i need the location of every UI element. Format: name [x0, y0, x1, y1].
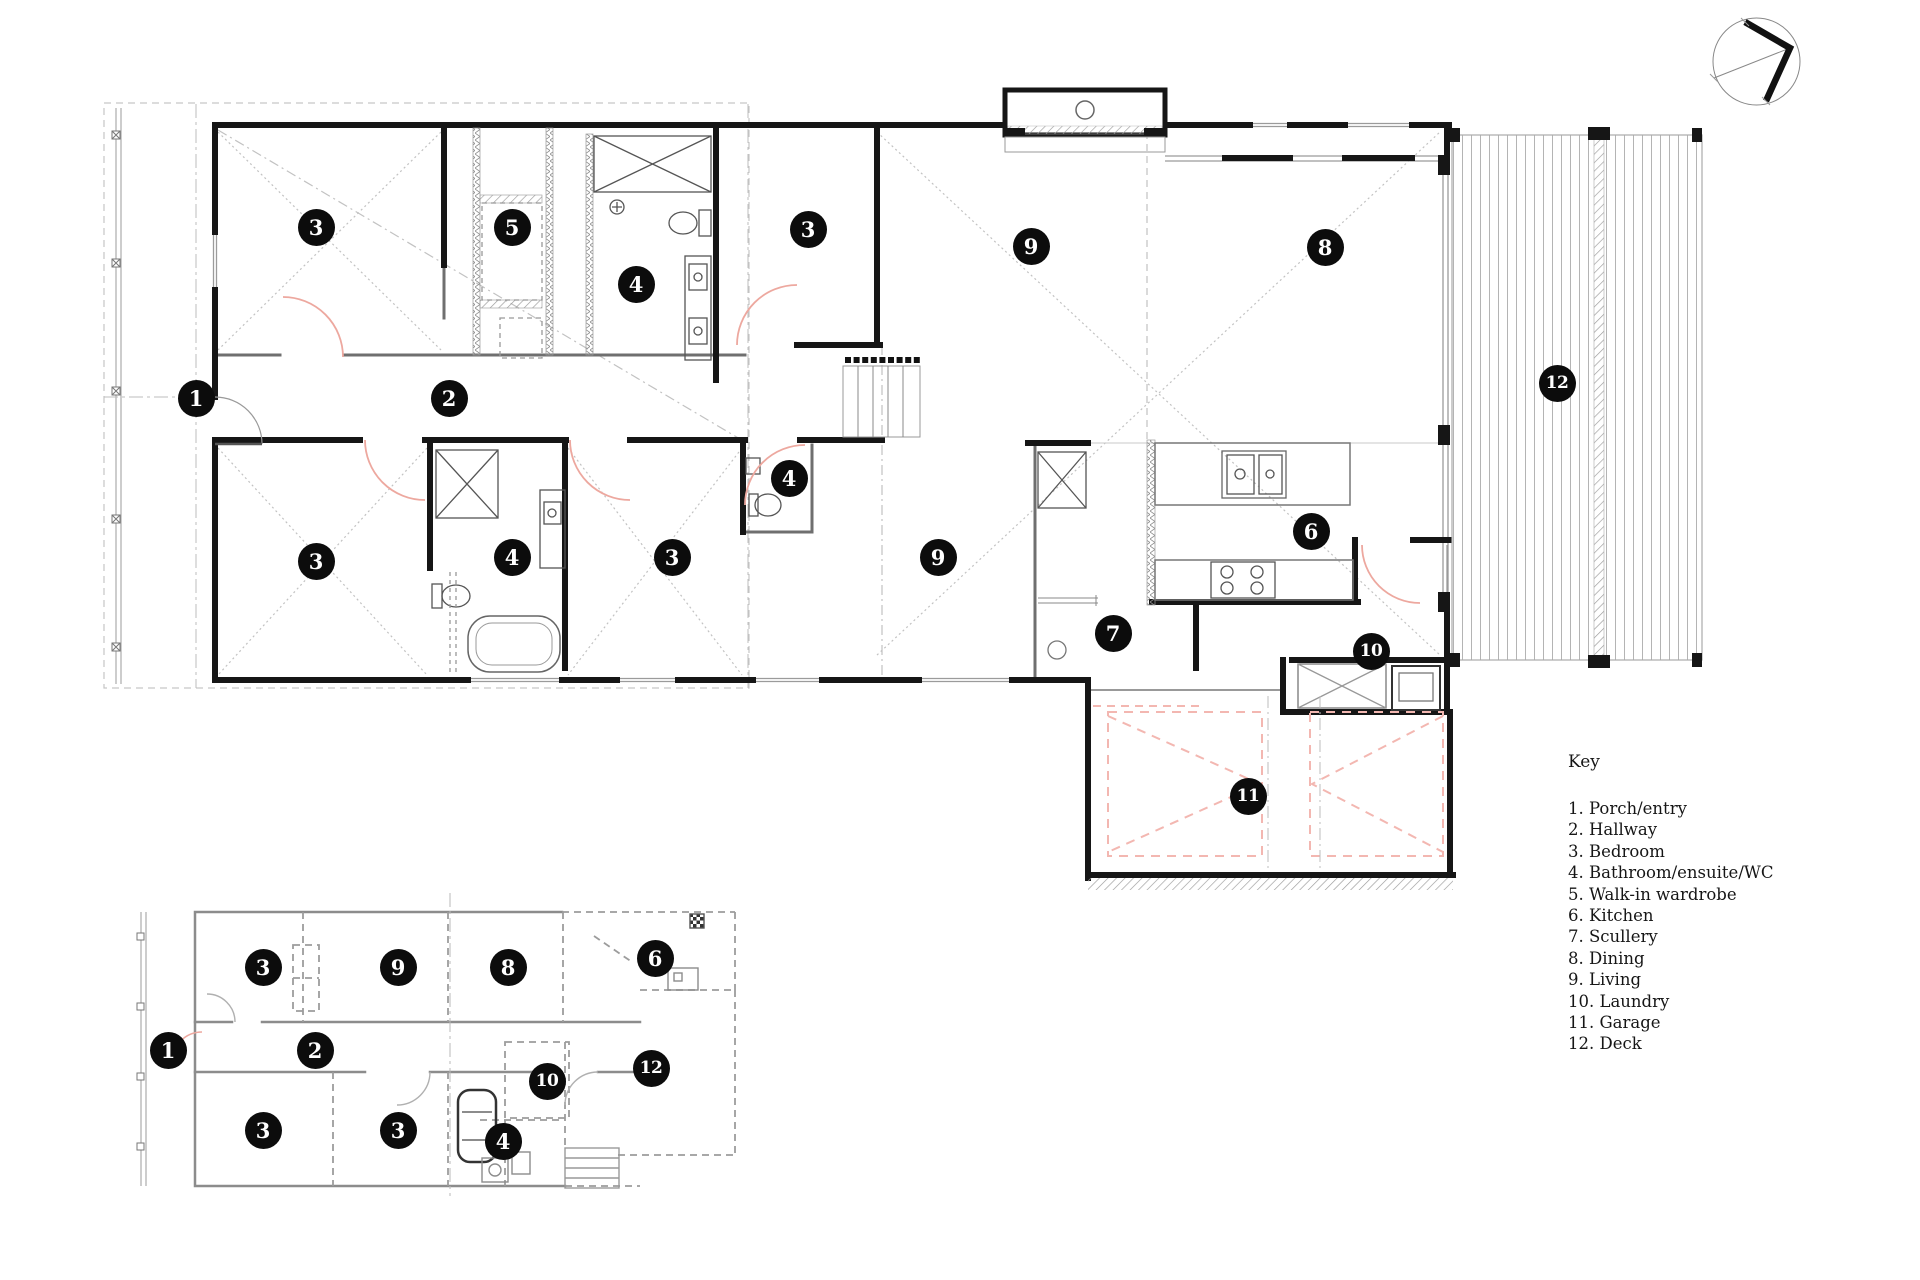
room-marker-small-4: 4	[484, 1122, 522, 1160]
garage	[1088, 696, 1453, 890]
room-marker-small-9: 9	[379, 948, 417, 986]
legend-item: 2. Hallway	[1568, 820, 1658, 840]
deck	[1438, 127, 1703, 668]
bay-window	[1002, 87, 1168, 153]
room-marker-main-7: 7	[1094, 614, 1132, 652]
legend-item: 7. Scullery	[1568, 927, 1658, 947]
room-marker-small-6: 6	[636, 939, 674, 977]
legend-item: 10. Laundry	[1568, 991, 1670, 1011]
legend-item: 12. Deck	[1568, 1034, 1642, 1054]
room-marker-small-3: 3	[244, 1111, 282, 1149]
legend-item: 8. Dining	[1568, 948, 1645, 968]
room-marker-main-3: 3	[297, 208, 335, 246]
room-marker-main-4: 4	[770, 459, 808, 497]
room-marker-main-1: 1	[177, 379, 215, 417]
existing-envelope-lines	[103, 102, 750, 689]
legend-item: 3. Bedroom	[1568, 841, 1665, 861]
ceiling-lines	[217, 129, 1441, 680]
main-plan	[103, 87, 1703, 890]
small-porch	[136, 912, 147, 1186]
walls-new	[212, 122, 1456, 881]
legend-item: 6. Kitchen	[1568, 906, 1654, 926]
room-marker-main-6: 6	[1292, 512, 1330, 550]
room-marker-main-9: 9	[1012, 227, 1050, 265]
entry-door	[214, 396, 263, 446]
room-marker-main-4: 4	[493, 538, 531, 576]
legend-item: 4. Bathroom/ensuite/WC	[1568, 863, 1774, 883]
room-marker-main-5: 5	[493, 208, 531, 246]
room-marker-small-10: 10	[528, 1062, 566, 1100]
fixtures	[431, 135, 1441, 711]
small-walls-dashed	[292, 911, 736, 1187]
hatched-partitions	[472, 127, 1156, 606]
room-marker-main-8: 8	[1306, 228, 1344, 266]
room-marker-small-2: 2	[296, 1031, 334, 1069]
room-marker-main-10: 10	[1352, 632, 1390, 670]
room-marker-main-12: 12	[1538, 364, 1576, 402]
room-marker-main-4: 4	[617, 265, 655, 303]
small-fixtures	[171, 913, 705, 1189]
north-arrow-icon	[1709, 17, 1801, 106]
room-marker-main-11: 11	[1229, 777, 1267, 815]
room-marker-small-3: 3	[379, 1111, 417, 1149]
walls-old	[213, 263, 1441, 691]
legend-item: 9. Living	[1568, 970, 1642, 990]
legend-item: 11. Garage	[1568, 1013, 1661, 1033]
room-marker-main-3: 3	[789, 210, 827, 248]
room-marker-main-9: 9	[919, 538, 957, 576]
room-marker-small-3: 3	[244, 948, 282, 986]
legend-item: 1. Porch/entry	[1568, 799, 1687, 818]
slat-screen	[842, 357, 921, 438]
small-walls-solid	[193, 910, 642, 1188]
legend-item: 5. Walk-in wardrobe	[1568, 884, 1737, 904]
room-marker-small-1: 1	[149, 1031, 187, 1069]
room-marker-main-3: 3	[653, 538, 691, 576]
room-marker-main-2: 2	[430, 379, 468, 417]
small-plan	[136, 893, 736, 1196]
legend-title: Key	[1568, 752, 1600, 772]
room-marker-small-12: 12	[632, 1049, 670, 1087]
door-swings-red	[282, 284, 1421, 604]
room-marker-small-8: 8	[489, 948, 527, 986]
room-marker-main-3: 3	[297, 542, 335, 580]
